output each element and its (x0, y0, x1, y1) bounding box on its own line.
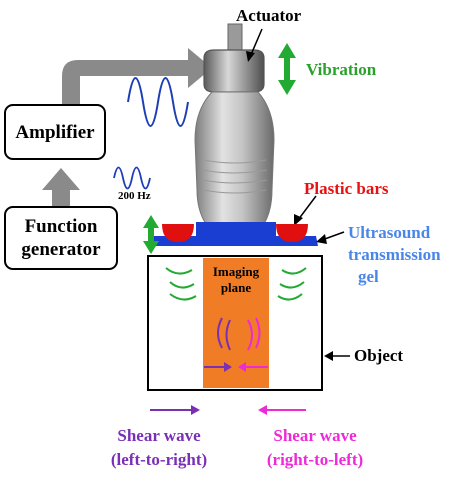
ultrasound-label-2: transmission (348, 245, 441, 264)
function-generator-wave (113, 166, 151, 190)
plastic-bar-right (276, 224, 308, 242)
ultrasound-probe (194, 91, 275, 225)
inner-shear-arrows (204, 362, 268, 372)
amplifier-label: Amplifier (15, 121, 95, 143)
vibration-arrow (278, 43, 296, 95)
displacement-arrow (143, 215, 159, 254)
vibration-label: Vibration (306, 60, 377, 79)
ultrasound-gel-label: Ultrasound transmission gel (348, 222, 441, 288)
plastic-bars-pointer-head (294, 214, 303, 226)
signal-arrow-to-amplifier (42, 168, 80, 206)
object-label: Object (354, 346, 404, 365)
frequency-label: 200 Hz (118, 190, 151, 202)
legend-arrow-left-to-right (150, 405, 200, 415)
imaging-label-2: plane (220, 280, 252, 295)
shear-lr-label-2: (left-to-right) (110, 450, 208, 469)
shear-rl-label-1: Shear wave (273, 426, 357, 445)
actuator-body (203, 49, 265, 93)
shear-rl-label-2: (right-to-left) (266, 450, 364, 469)
actuator-pointer-head (246, 51, 255, 62)
gel-plate (150, 222, 318, 246)
signal-arrow-to-actuator (62, 48, 212, 104)
ultrasound-label-1: Ultrasound (348, 223, 431, 242)
legend-arrow-right-to-left (258, 405, 306, 415)
actuator-label: Actuator (236, 6, 302, 25)
function-generator-box: Function generator (4, 206, 118, 270)
actuator-pointer (249, 28, 263, 58)
shear-wave-rl-label: Shear wave (right-to-left) (240, 424, 390, 472)
imaging-label-1: Imaging (212, 264, 260, 279)
ultrasound-pointer-head (316, 234, 327, 244)
ultrasound-label-3: gel (358, 267, 379, 286)
plastic-bars-label: Plastic bars (304, 179, 389, 198)
shear-wave-lr-label: Shear wave (left-to-right) (84, 424, 234, 472)
shear-arcs (217, 317, 261, 351)
function-generator-label-1: Function (24, 216, 98, 237)
object-pointer-head (324, 351, 333, 361)
shear-lr-label-1: Shear wave (117, 426, 201, 445)
shear-waves-green (165, 267, 307, 301)
plastic-bars-pointer (297, 195, 317, 221)
plastic-bar-left (162, 224, 194, 242)
imaging-plane-label: Imaging plane (203, 264, 269, 296)
function-generator-label-2: generator (21, 239, 101, 260)
amplified-wave (127, 77, 189, 127)
amplifier-box: Amplifier (4, 104, 106, 160)
probe-ridges (202, 159, 268, 194)
